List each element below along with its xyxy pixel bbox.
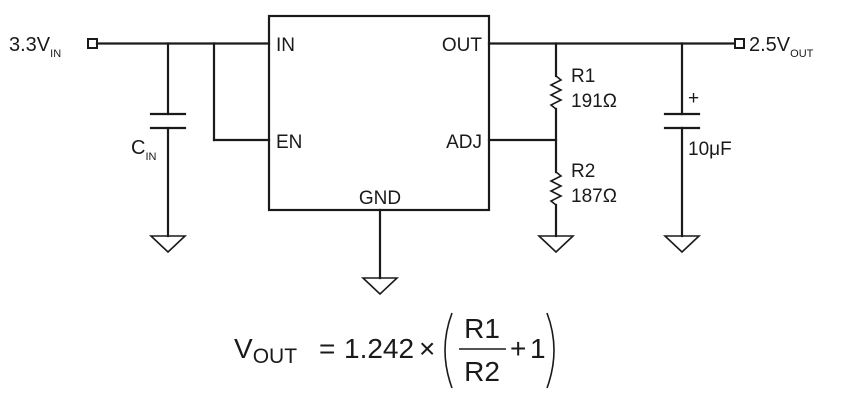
cout-value-label: 10μF: [688, 139, 732, 160]
cin-label: CIN: [131, 137, 157, 163]
pin-adj-label: ADJ: [446, 132, 482, 153]
equation-coefficient: 1.242: [344, 333, 414, 364]
equation-left-paren: [444, 312, 453, 389]
r2-name-label: R2: [571, 161, 595, 182]
equation-one: 1: [530, 333, 546, 364]
equation-plus: +: [510, 333, 526, 364]
r1-name-label: R1: [571, 66, 595, 87]
cout-polarity-label: +: [688, 88, 699, 109]
cout-ground-icon: [662, 235, 702, 254]
r2-resistor-icon: [549, 171, 563, 206]
pin-in-label: IN: [276, 35, 295, 56]
equation-denominator: R2: [464, 356, 500, 387]
r1-value-label: 191Ω: [571, 91, 617, 112]
input-terminal[interactable]: [87, 38, 98, 49]
equation-lhs: VOUT: [234, 333, 297, 368]
r1-resistor-icon: [549, 75, 563, 110]
pin-en-label: EN: [276, 132, 302, 153]
cin-ground-icon: [148, 235, 188, 254]
ic-ground-icon: [360, 277, 400, 296]
equation-right-paren: [546, 312, 555, 389]
equation-equals: =: [319, 333, 335, 364]
equation-numerator: R1: [464, 313, 500, 344]
output-terminal[interactable]: [734, 38, 745, 49]
r2-ground-icon: [536, 235, 576, 254]
output-voltage-label: 2.5VOUT: [749, 34, 814, 60]
pin-gnd-label: GND: [359, 188, 401, 209]
r2-value-label: 187Ω: [571, 186, 617, 207]
pin-out-label: OUT: [442, 35, 483, 56]
equation-times: ×: [419, 333, 435, 364]
vout-equation: VOUT = 1.242 × R1 R2 + 1: [234, 312, 555, 389]
input-voltage-label: 3.3VIN: [9, 34, 61, 60]
